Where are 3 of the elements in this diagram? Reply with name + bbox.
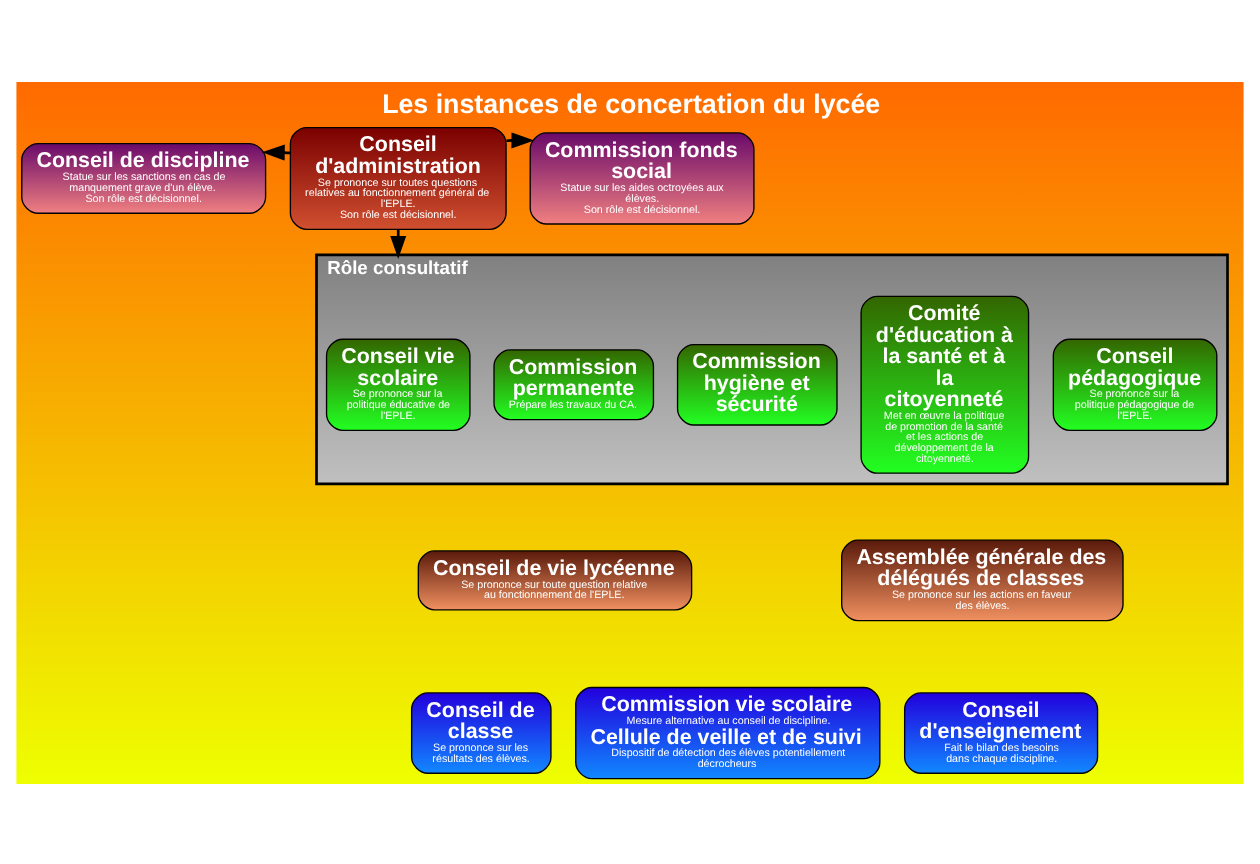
- node-box: Commission hygiène et sécurité: [676, 342, 838, 425]
- diagram-title: Les instances de concertation du lycée: [382, 87, 881, 118]
- arrow: [390, 228, 407, 258]
